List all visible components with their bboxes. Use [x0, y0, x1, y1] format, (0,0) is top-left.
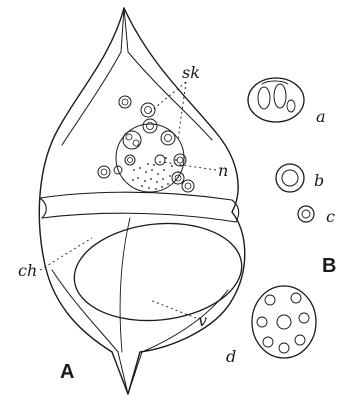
detail-c: c [298, 206, 335, 226]
label-ch: ch [18, 261, 37, 280]
upper-plate-seam-left [62, 52, 121, 145]
label-a: a [316, 107, 326, 126]
label-B: B [322, 255, 336, 277]
leader-n [162, 162, 216, 170]
lower-plate-seam-left [52, 270, 118, 352]
skeletal-bodies [98, 96, 194, 192]
detail-d: d [226, 286, 316, 366]
detail-b: b [276, 164, 324, 192]
label-sk: sk [182, 63, 200, 82]
cell-A: sk n ch v A [18, 8, 247, 394]
girdle-lower [42, 213, 236, 222]
girdle-upper [40, 192, 232, 200]
label-b: b [314, 171, 324, 190]
label-d: d [226, 347, 236, 366]
nucleolus [155, 155, 165, 165]
cell-outer-left-contour [39, 8, 128, 394]
chromatophore-oval [69, 215, 246, 328]
girdle-indent-left [40, 198, 46, 218]
label-A: A [60, 361, 74, 383]
detail-a: a [248, 78, 326, 126]
label-c: c [326, 207, 335, 226]
lower-plate-seam-mid [120, 218, 130, 352]
label-n: n [218, 161, 228, 180]
label-v: v [198, 311, 207, 330]
